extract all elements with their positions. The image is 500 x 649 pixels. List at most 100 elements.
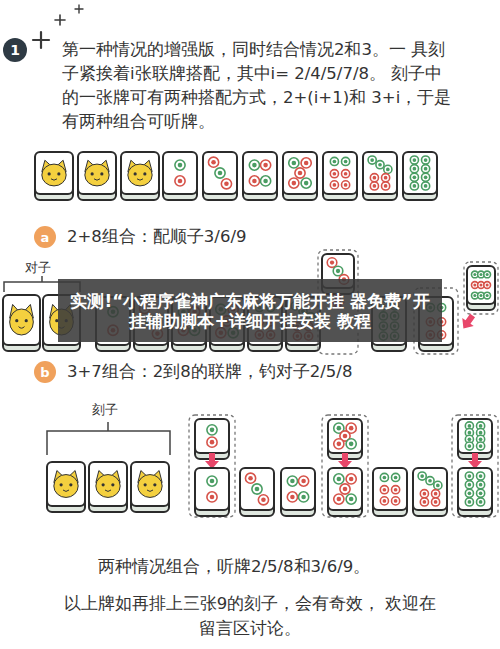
tile-dot-ring: [346, 439, 356, 449]
tile-dot-ring: [334, 494, 344, 504]
tile-dot-ring: [340, 484, 350, 494]
mahjong-tile: [89, 462, 127, 512]
tile-dot-ring: [376, 161, 384, 169]
pink-arrow: [205, 453, 219, 469]
cat-mouth: [94, 179, 100, 180]
tile-dot-core: [479, 424, 483, 428]
mahjong-tile: [281, 468, 315, 516]
tile-dot-core: [210, 428, 215, 433]
arrow-shape: [205, 453, 219, 469]
tile-face: [458, 468, 492, 510]
mahjong-tile: [323, 152, 357, 200]
tile-face: [283, 152, 317, 194]
dashed-slot: [464, 262, 498, 314]
mahjong-tile: [243, 152, 277, 200]
tile-dot-ring: [434, 481, 442, 489]
tile-face: [3, 295, 40, 345]
tile-dot-core: [298, 171, 303, 176]
tile-dot-core: [252, 179, 257, 184]
mahjong-tile: [363, 152, 397, 200]
mahjong-tile: [373, 468, 407, 516]
tile-dot-ring: [477, 442, 485, 450]
tile-dot-core: [344, 183, 348, 187]
tile-dot-ring: [384, 165, 392, 173]
dashed-slot: [452, 415, 498, 517]
tile-dot-core: [479, 431, 483, 435]
tile-dot-core: [333, 183, 337, 187]
mahjong-tile: [403, 152, 437, 200]
mahjong-tile: [163, 152, 197, 200]
tile-dot-core: [263, 179, 268, 184]
tile-dot-core: [486, 294, 489, 297]
arrow-shape: [468, 453, 482, 469]
tile-dot-ring: [465, 472, 473, 480]
tile-dot-core: [383, 476, 387, 480]
tile-dot-ring: [432, 498, 440, 506]
tile-face: [78, 152, 116, 194]
tile-dot-ring: [484, 292, 491, 299]
pink-arrow: [468, 453, 482, 469]
tile-dot-ring: [207, 492, 217, 502]
plus-stroke: [55, 19, 65, 21]
cat-eye: [144, 483, 147, 486]
tile-dot-core: [263, 163, 268, 168]
tile-dot-core: [373, 184, 377, 188]
cat-eye: [48, 172, 51, 175]
mahjong-tile: [458, 468, 492, 516]
tile-dot-core: [337, 497, 342, 502]
tile-dot-core: [178, 179, 183, 184]
cat-eye: [91, 172, 94, 175]
cat-eye: [69, 483, 72, 486]
tile-dot-core: [337, 442, 342, 447]
tile-dot-core: [468, 474, 472, 478]
tile-dot-ring: [287, 492, 297, 502]
tile-dot-core: [436, 484, 440, 488]
cat-eye: [143, 172, 146, 175]
tile-dot-ring: [342, 170, 350, 178]
cat-eye: [100, 172, 103, 175]
tile-dot-core: [468, 483, 472, 487]
tile-dot-core: [304, 161, 309, 166]
cat-face: [54, 475, 78, 498]
badge-text: 1: [10, 43, 20, 57]
triplet-bracket: [47, 422, 170, 455]
tile-dot-core: [218, 171, 223, 176]
tile-face: [363, 152, 397, 194]
tile-dot-core: [424, 167, 428, 171]
tile-dot-core: [413, 175, 417, 179]
tile-dot-ring: [175, 176, 185, 186]
tile-dot-core: [394, 488, 398, 492]
tile-dot-ring: [392, 486, 400, 494]
tile-face: [195, 468, 229, 510]
watermark-text: 实测!“小程序雀神广东麻将万能开挂 器免费”开挂辅助脚本+详细开挂安装 教程: [66, 291, 434, 331]
tile-dot-core: [479, 438, 483, 442]
tile-dot-core: [349, 426, 354, 431]
mahjong-tile: [47, 462, 85, 512]
badge-text: a: [41, 231, 50, 244]
mahjong-tile: [195, 468, 229, 516]
tile-dot-ring: [289, 158, 299, 168]
tile-face: [121, 152, 159, 194]
tile-dot-core: [349, 497, 354, 502]
tile-dot-ring: [477, 481, 485, 489]
tile-dot-ring: [301, 178, 311, 188]
tile-dot-core: [479, 474, 483, 478]
mahjong-tile: [328, 468, 362, 516]
mahjong-tile: [203, 152, 237, 200]
tile-dot-ring: [420, 498, 428, 506]
cat-eye: [102, 483, 105, 486]
tile-dot-core: [336, 269, 340, 273]
tile-dot-ring: [287, 476, 297, 486]
tile-dot-core: [344, 172, 348, 176]
cat-face: [128, 164, 152, 186]
tile-dot-core: [349, 477, 354, 482]
cat-face: [138, 475, 162, 498]
tile-dot-ring: [477, 472, 485, 480]
tile-dot-core: [434, 500, 438, 504]
cat-mouth: [51, 179, 57, 180]
tile-dot-ring: [221, 179, 231, 189]
tile-dot-core: [211, 160, 216, 165]
arrow-shape: [338, 453, 352, 469]
tile-dot-core: [383, 488, 387, 492]
tile-dot-ring: [422, 156, 430, 164]
